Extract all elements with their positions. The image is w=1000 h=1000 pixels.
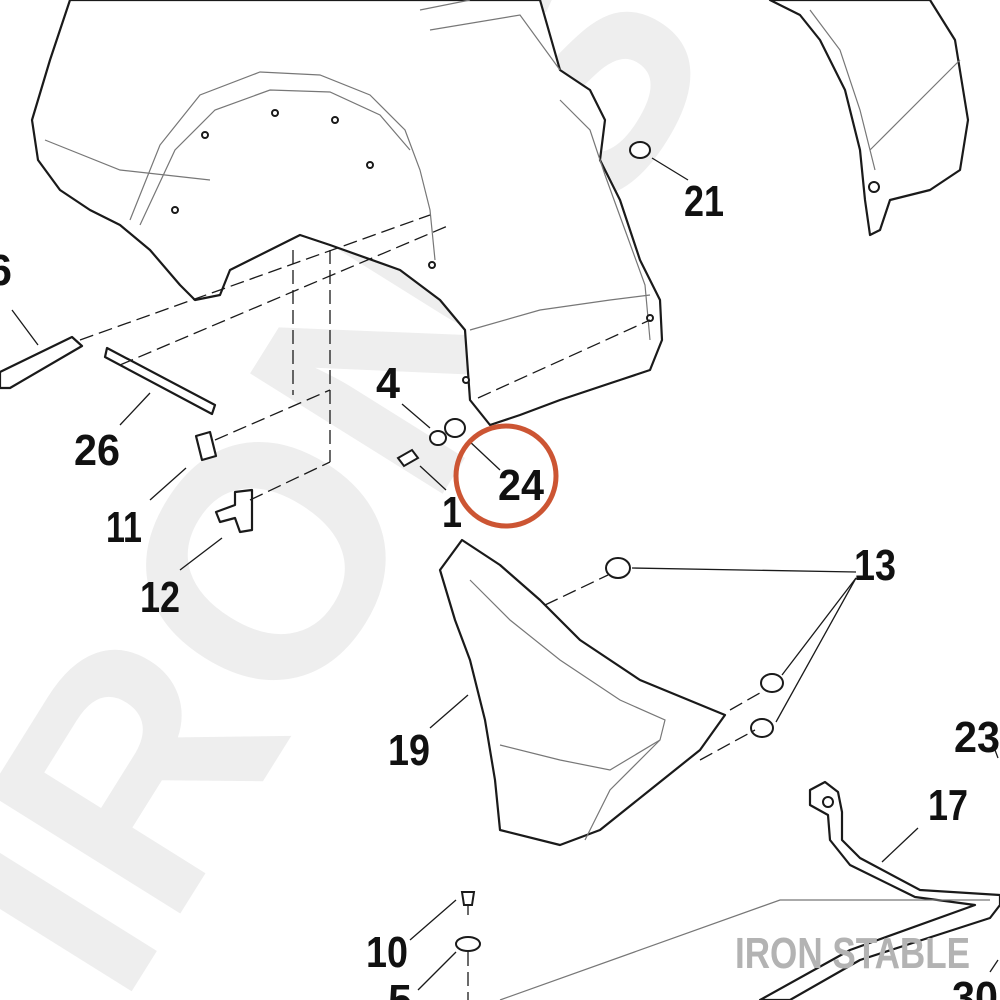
- clip-part-11: [194, 430, 218, 462]
- grommet-part-13a: [605, 557, 631, 579]
- fender-hole: [331, 116, 339, 124]
- dash-line: [249, 461, 331, 501]
- callout-5: 5: [388, 976, 412, 1000]
- leader-13c: [775, 577, 857, 723]
- leader-23: [994, 749, 999, 759]
- dash-line: [477, 319, 651, 399]
- hardware: [396, 141, 784, 952]
- right-fender-piece: [768, 0, 970, 237]
- fender-hole: [646, 314, 654, 322]
- grommet-part-13c: [750, 718, 774, 738]
- leader-12: [179, 537, 223, 571]
- leader-26: [119, 392, 151, 426]
- right-fender: [768, 0, 970, 237]
- highlight-circle-icon: [453, 423, 559, 529]
- callout-17: 17: [928, 781, 968, 830]
- leader-11: [149, 467, 187, 501]
- side-cover-part-19: [438, 538, 727, 847]
- fender-hole: [462, 376, 470, 384]
- fender-contour-3: [469, 294, 651, 331]
- screw-part-10: [460, 891, 476, 906]
- washer-part-4: [429, 430, 447, 446]
- callouts: 6 26 11 12 4 1 24 21 13 19 23 17 10 5 30: [0, 177, 1000, 1000]
- fender-contour-5: [44, 139, 211, 181]
- fender-contour-6: [419, 0, 561, 71]
- assembly-lines: [79, 214, 766, 1000]
- bracket-part-17: [758, 780, 1000, 1000]
- callout-12: 12: [140, 573, 180, 622]
- dash-line: [544, 574, 609, 606]
- fender-assembly: [30, 0, 664, 427]
- leader-13a: [631, 567, 857, 573]
- leader-21: [651, 157, 689, 181]
- callout-24: 24: [498, 461, 544, 510]
- strip-part-6: [0, 335, 84, 390]
- leader-24: [467, 439, 501, 471]
- leader-1: [419, 465, 447, 491]
- callout-23: 23: [954, 713, 1000, 762]
- clip-part-12: [214, 488, 254, 534]
- grommet-part-24: [444, 418, 466, 438]
- bracket-edge: [499, 899, 990, 1000]
- strip-part-26: [103, 346, 217, 416]
- callout-13: 13: [854, 541, 896, 590]
- fender-hole: [171, 206, 179, 214]
- fender-contour-1: [129, 71, 436, 261]
- callout-1: 1: [442, 488, 462, 537]
- leader-17: [881, 827, 919, 863]
- fender-contour-4: [559, 99, 651, 341]
- leader-lines: [11, 157, 999, 991]
- rear-fender: [30, 0, 664, 427]
- dash-line: [699, 729, 756, 761]
- callout-10: 10: [366, 928, 408, 977]
- fender-hole: [271, 109, 279, 117]
- bracket-hole: [822, 796, 834, 808]
- leader-19: [429, 694, 469, 729]
- side-cover-contour: [469, 579, 666, 841]
- callout-11: 11: [106, 503, 142, 552]
- right-fender-hole: [868, 181, 880, 193]
- leader-6: [11, 309, 39, 346]
- callout-30: 30: [952, 973, 998, 1000]
- corner-watermark: IRON STABLE: [735, 929, 970, 978]
- leader-30: [989, 959, 999, 973]
- fender-contour-2: [139, 89, 411, 226]
- dash-line: [729, 689, 766, 711]
- callout-4: 4: [376, 359, 401, 408]
- bolt-part-1: [396, 448, 420, 468]
- side-cover: [438, 538, 727, 847]
- fender-hole: [201, 131, 209, 139]
- side-cover-contour-2: [499, 739, 661, 771]
- bracket: [499, 780, 1000, 1000]
- callout-26: 26: [74, 426, 120, 475]
- clips: [194, 430, 254, 534]
- grommet-part-13b: [760, 673, 784, 693]
- dash-line: [79, 214, 431, 341]
- fender-hole: [366, 161, 374, 169]
- washer-part-5: [455, 936, 481, 952]
- nut-part-21: [629, 141, 651, 159]
- callout-6: 6: [0, 246, 12, 295]
- right-fender-contour: [809, 9, 961, 171]
- callout-21: 21: [684, 177, 724, 226]
- strip-parts: [0, 335, 217, 416]
- callout-19: 19: [388, 726, 430, 775]
- leader-4: [401, 403, 431, 429]
- leader-5: [417, 951, 457, 991]
- fender-hole: [428, 261, 436, 269]
- leader-13b: [781, 577, 857, 676]
- dash-line: [214, 389, 331, 441]
- leader-10: [409, 899, 457, 941]
